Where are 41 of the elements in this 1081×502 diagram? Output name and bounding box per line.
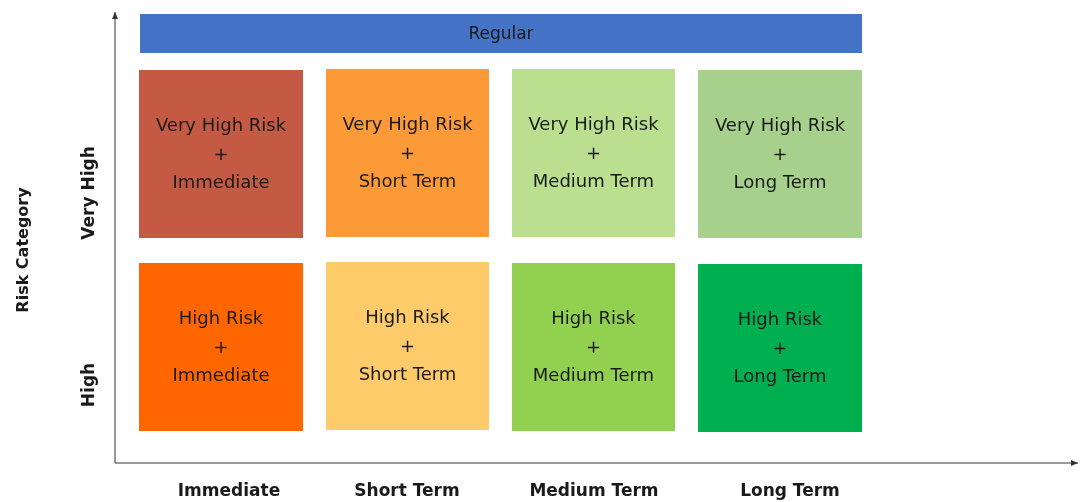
cell-text: +: [772, 335, 788, 360]
cell-text: Medium Term: [532, 169, 655, 194]
cell-text: Very High Risk: [342, 111, 473, 136]
risk-cell: [326, 262, 489, 430]
risk-cell: [139, 70, 303, 238]
category-label: Short Term: [354, 480, 460, 500]
risk-cell: [698, 264, 862, 432]
cell-text: High Risk: [178, 305, 264, 330]
cell-text: +: [772, 141, 788, 166]
header-bar: [140, 14, 862, 53]
cell-text: +: [399, 140, 416, 165]
risk-cell: [698, 70, 862, 238]
risk-cell: [139, 263, 303, 431]
risk-cell: [326, 69, 489, 237]
axis-label: Risk Category: [12, 187, 32, 313]
axis-label: High: [78, 362, 98, 408]
cell-text: +: [585, 334, 602, 359]
cell-text: High Risk: [737, 306, 823, 331]
cell-text: +: [585, 140, 602, 165]
cell-text: Medium Term: [532, 363, 655, 388]
cell-text: Long Term: [733, 170, 827, 195]
risk-cell: [512, 69, 675, 237]
cell-text: Immediate: [172, 170, 270, 195]
cell-text: Very High Risk: [528, 111, 659, 136]
cell-text: Immediate: [172, 363, 270, 388]
cell-text: Short Term: [358, 362, 457, 387]
category-label: Medium Term: [529, 480, 659, 500]
cell-text: +: [213, 334, 229, 359]
cell-text: +: [213, 141, 229, 166]
cell-text: High Risk: [365, 304, 450, 329]
cell-text: Very High Risk: [155, 112, 287, 137]
category-label: Immediate: [177, 480, 281, 500]
cell-text: High Risk: [551, 305, 636, 330]
cell-text: Short Term: [358, 169, 457, 194]
cell-text: Very High Risk: [714, 112, 846, 137]
cell-text: Regular: [468, 21, 534, 45]
cell-text: Long Term: [733, 364, 827, 389]
axis-label: Very High: [78, 146, 98, 240]
cell-text: +: [399, 333, 416, 358]
category-label: Long Term: [740, 480, 840, 500]
risk-cell: [512, 263, 675, 431]
